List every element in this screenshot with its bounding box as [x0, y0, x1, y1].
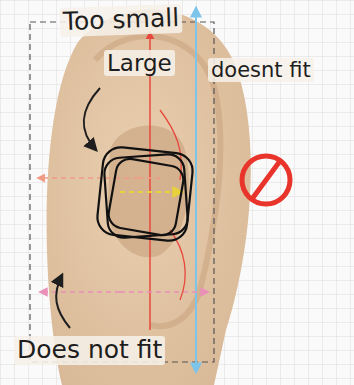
blue-arrow: [195, 300, 197, 372]
annotation-label: Too small: [60, 4, 183, 37]
prohibition-sign: [242, 156, 290, 204]
blue-arrow: [195, 8, 197, 372]
annotation-label: doesnt fit: [208, 58, 314, 82]
red-arrow: [149, 32, 151, 330]
leader-arrow: [56, 275, 70, 328]
yellow-arrow: [120, 191, 182, 193]
pink-arrow: [40, 291, 120, 293]
annotation-label: Does not fit: [14, 336, 165, 365]
ear-helix: [95, 36, 220, 326]
annotation-label: Large: [104, 50, 175, 76]
fit-sketch: [96, 146, 195, 243]
dashed-frame: [30, 22, 214, 362]
pink-arrow: [120, 291, 208, 293]
peach-arrow: [38, 177, 138, 179]
peach-arrow: [138, 177, 160, 179]
leader-arrow: [84, 88, 100, 150]
